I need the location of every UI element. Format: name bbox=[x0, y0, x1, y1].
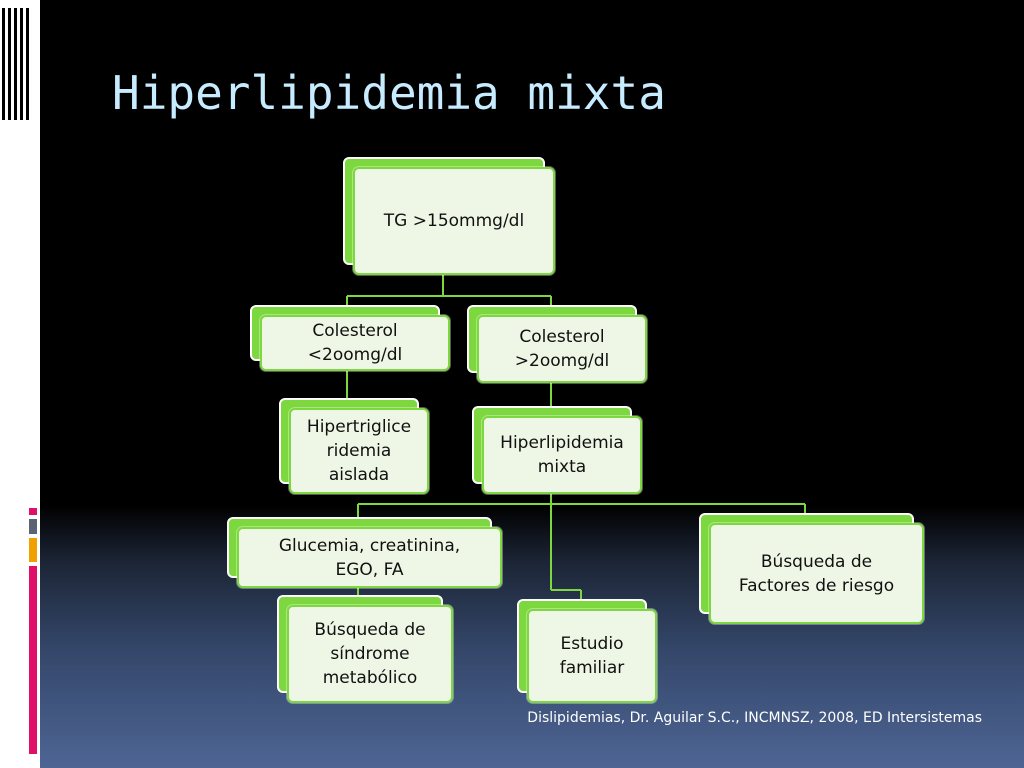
node-hiperlipidemia-mixta: Hiperlipidemia mixta bbox=[472, 406, 642, 494]
node-tg: TG >15ommg/dl bbox=[343, 157, 555, 275]
accent-bar-orange bbox=[29, 538, 37, 562]
node-glucemia: Glucemia, creatinina, EGO, FA bbox=[227, 517, 502, 588]
accent-bar-gray bbox=[29, 519, 37, 534]
node-hipertrigliceridemia-label: Hipertriglice ridemia aislada bbox=[306, 417, 412, 485]
node-sindrome-metabolico: Búsqueda de síndrome metabólico bbox=[277, 595, 453, 703]
citation-text: Dislipidemias, Dr. Aguilar S.C., INCMNSZ… bbox=[527, 710, 982, 726]
node-factores-riesgo: Búsqueda de Factores de riesgo bbox=[699, 513, 924, 624]
node-estudio-familiar: Estudio familiar bbox=[517, 599, 657, 703]
node-sindrome-metabolico-label: Búsqueda de síndrome metabólico bbox=[314, 620, 426, 688]
node-colesterol-alto: Colesterol >2oomg/dl bbox=[467, 305, 647, 383]
node-colesterol-bajo-label: Colesterol <2oomg/dl bbox=[307, 321, 403, 365]
slide-title: Hiperlipidemia mixta bbox=[112, 66, 666, 120]
accent-bar-red-top bbox=[29, 508, 37, 515]
node-hipertrigliceridemia: Hipertriglice ridemia aislada bbox=[279, 398, 429, 494]
accent-bar-red bbox=[29, 566, 37, 754]
decorative-stripes bbox=[0, 8, 30, 120]
node-estudio-familiar-label: Estudio familiar bbox=[559, 634, 625, 678]
node-colesterol-alto-label: Colesterol >2oomg/dl bbox=[514, 327, 610, 371]
node-tg-label: TG >15ommg/dl bbox=[383, 211, 525, 231]
node-factores-riesgo-label: Búsqueda de Factores de riesgo bbox=[738, 551, 895, 596]
node-colesterol-bajo: Colesterol <2oomg/dl bbox=[250, 305, 450, 371]
node-glucemia-label: Glucemia, creatinina, EGO, FA bbox=[278, 535, 461, 580]
node-hiperlipidemia-mixta-label: Hiperlipidemia mixta bbox=[500, 433, 624, 477]
